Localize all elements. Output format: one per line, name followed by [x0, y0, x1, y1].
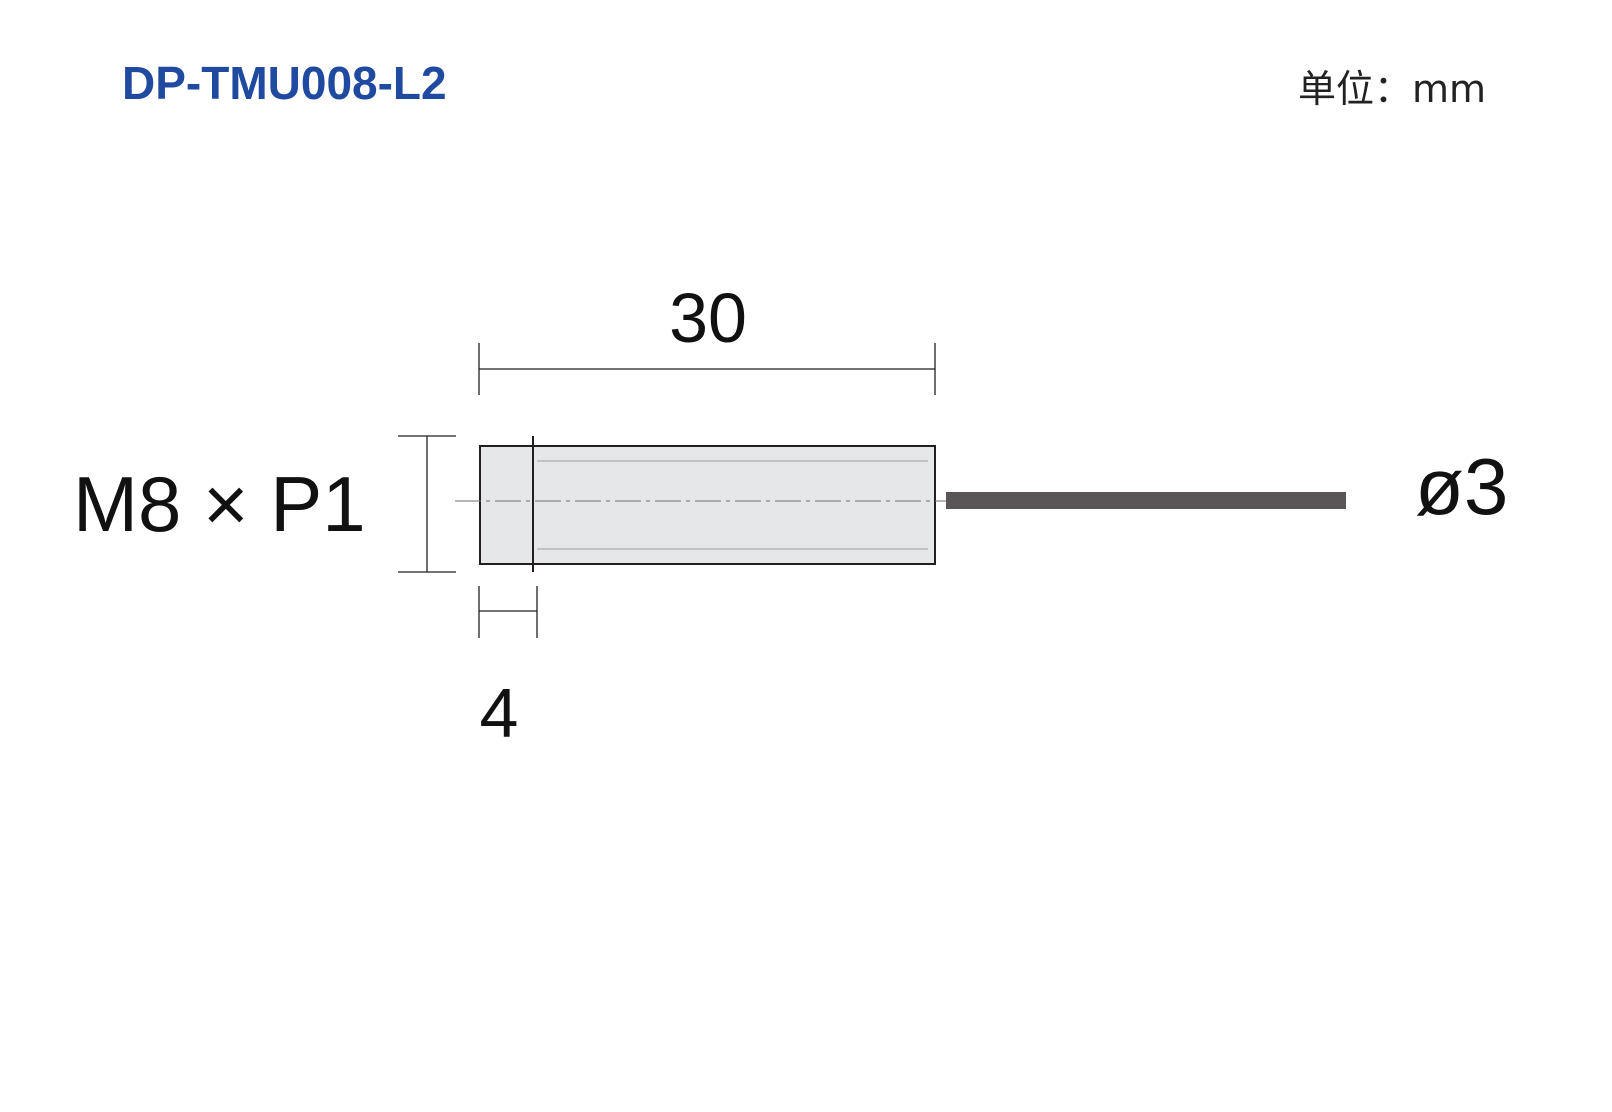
length-dimension	[478, 343, 936, 395]
sensor-body	[479, 445, 936, 565]
thread-height-dimension	[398, 435, 456, 573]
length-label: 30	[669, 279, 747, 357]
model-title: DP-TMU008-L2	[122, 57, 447, 109]
thread-label: M8 × P1	[73, 460, 366, 548]
cable	[946, 492, 1346, 509]
thread-length-dimension	[478, 586, 538, 638]
unit-label: 单位：mm	[1297, 67, 1486, 111]
cable-diameter-label: ø3	[1415, 442, 1508, 531]
thread-length-label: 4	[480, 674, 519, 752]
